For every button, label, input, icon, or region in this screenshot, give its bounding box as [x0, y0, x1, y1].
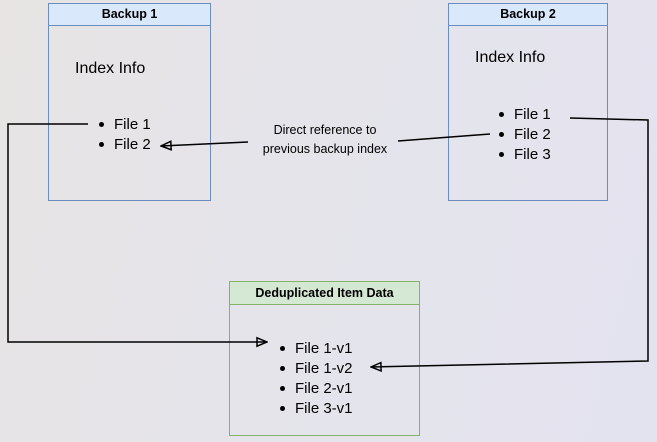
bullet-icon — [99, 121, 104, 127]
file-label: File 1-v1 — [295, 339, 353, 357]
bullet-icon — [280, 405, 285, 411]
list-item: File 2-v1 — [280, 378, 353, 398]
bullet-icon — [499, 111, 504, 117]
edge-label-line2: previous backup index — [262, 142, 388, 156]
list-item: File 1 — [99, 114, 151, 134]
file-label: File 1 — [114, 115, 151, 133]
file-label: File 3-v1 — [295, 399, 353, 417]
bullet-icon — [280, 365, 285, 371]
bullet-icon — [499, 151, 504, 157]
list-item: File 3 — [499, 144, 551, 164]
edge-label-line1: Direct reference to — [273, 123, 377, 137]
file-label: File 2 — [514, 125, 551, 143]
file-label: File 2-v1 — [295, 379, 353, 397]
file-label: File 3 — [514, 145, 551, 163]
bullet-icon — [499, 131, 504, 137]
list-item: File 1 — [499, 104, 551, 124]
bullet-icon — [280, 345, 285, 351]
bullet-icon — [280, 385, 285, 391]
backup2-file-list: File 1 File 2 File 3 — [499, 104, 551, 164]
dedup-title: Deduplicated Item Data — [230, 282, 419, 305]
file-label: File 2 — [114, 135, 151, 153]
list-item: File 1-v2 — [280, 358, 353, 378]
backup1-node: Backup 1 Index Info File 1 File 2 — [48, 3, 211, 201]
list-item: File 2 — [99, 134, 151, 154]
backup1-title: Backup 1 — [49, 4, 210, 26]
backup2-subtitle: Index Info — [475, 49, 546, 66]
backup1-subtitle: Index Info — [75, 60, 146, 77]
dedup-file-list: File 1-v1 File 1-v2 File 2-v1 File 3-v1 — [280, 338, 353, 418]
backup2-title: Backup 2 — [449, 4, 607, 26]
bullet-icon — [99, 141, 104, 147]
list-item: File 1-v1 — [280, 338, 353, 358]
file-label: File 1 — [514, 105, 551, 123]
dedup-node: Deduplicated Item Data File 1-v1 File 1-… — [229, 281, 420, 436]
file-label: File 1-v2 — [295, 359, 353, 377]
backup1-file-list: File 1 File 2 — [99, 114, 151, 154]
backup2-node: Backup 2 Index Info File 1 File 2 File 3 — [448, 3, 608, 201]
list-item: File 2 — [499, 124, 551, 144]
edge-label: Direct reference to previous backup inde… — [243, 121, 407, 159]
list-item: File 3-v1 — [280, 398, 353, 418]
